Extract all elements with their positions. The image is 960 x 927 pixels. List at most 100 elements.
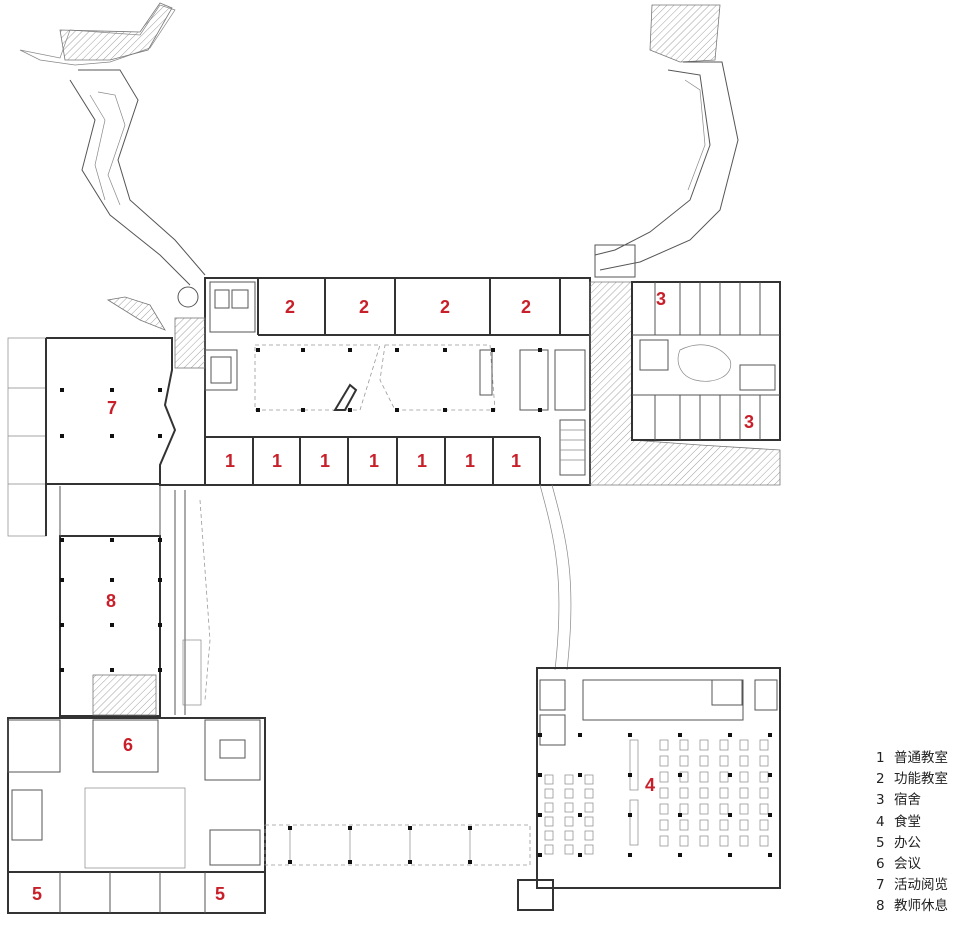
column [443, 348, 447, 352]
structural-columns [60, 348, 772, 864]
column [728, 773, 732, 777]
legend-label: 普通教室 [894, 750, 948, 766]
room-label-5a: 5 [32, 884, 42, 904]
room-label-1a: 1 [225, 451, 235, 471]
column [538, 813, 542, 817]
table [564, 844, 574, 855]
legend-num: 6 [876, 856, 885, 873]
table [719, 739, 729, 751]
column [538, 773, 542, 777]
room-label-2c: 2 [440, 297, 450, 317]
table [699, 755, 709, 767]
table [739, 835, 749, 847]
legend-item: 4 食堂 [876, 812, 948, 833]
room-label-1b: 1 [272, 451, 282, 471]
dormitory-block [589, 281, 781, 486]
column [158, 434, 162, 438]
column [408, 860, 412, 864]
column [768, 773, 772, 777]
table [564, 802, 574, 813]
legend-num: 8 [876, 898, 885, 915]
classroom-wing [204, 277, 591, 486]
table [699, 819, 709, 831]
column [60, 668, 64, 672]
activity-block [7, 317, 206, 537]
legend-label: 教师休息 [894, 898, 948, 915]
column [678, 853, 682, 857]
column [288, 826, 292, 830]
legend-num: 5 [876, 834, 885, 851]
table [699, 803, 709, 815]
legend-label: 会议 [894, 856, 921, 873]
column [60, 578, 64, 582]
room-label-8: 8 [106, 591, 116, 611]
column [578, 733, 582, 737]
column [538, 733, 542, 737]
room-label-4: 4 [645, 775, 655, 795]
table [544, 774, 554, 785]
column [578, 773, 582, 777]
table [544, 844, 554, 855]
table [544, 816, 554, 827]
table [584, 774, 594, 785]
column [288, 860, 292, 864]
column [578, 853, 582, 857]
column [60, 623, 64, 627]
legend-num: 1 [876, 750, 885, 766]
table [659, 819, 669, 831]
table [739, 755, 749, 767]
table [739, 787, 749, 799]
table [679, 755, 689, 767]
legend-label: 功能教室 [894, 771, 948, 788]
teacher-lounge-block [59, 486, 211, 717]
table [759, 739, 769, 751]
column [301, 408, 305, 412]
room-label-5b: 5 [215, 884, 225, 904]
legend-num: 2 [876, 771, 885, 788]
covered-walkways [264, 484, 572, 866]
column [768, 733, 772, 737]
table [584, 816, 594, 827]
table [699, 835, 709, 847]
column [768, 813, 772, 817]
table [584, 844, 594, 855]
room-label-7: 7 [107, 398, 117, 418]
column [628, 853, 632, 857]
column [110, 388, 114, 392]
room-label-1g: 1 [511, 451, 521, 471]
column [678, 733, 682, 737]
legend-num: 3 [876, 792, 885, 809]
table [679, 835, 689, 847]
column [158, 578, 162, 582]
column [408, 826, 412, 830]
table [739, 803, 749, 815]
table [564, 830, 574, 841]
column [443, 408, 447, 412]
table [679, 803, 689, 815]
table [759, 819, 769, 831]
table [759, 771, 769, 783]
table [739, 739, 749, 751]
table [659, 771, 669, 783]
table [719, 771, 729, 783]
column [468, 860, 472, 864]
table [679, 819, 689, 831]
room-label-6: 6 [123, 735, 133, 755]
column [395, 408, 399, 412]
column [728, 853, 732, 857]
table [699, 771, 709, 783]
column [395, 348, 399, 352]
table [584, 788, 594, 799]
legend-label: 食堂 [894, 813, 921, 830]
legend-num: 4 [876, 813, 885, 830]
canteen-block [517, 667, 781, 911]
column [538, 408, 542, 412]
table [659, 739, 669, 751]
column [768, 853, 772, 857]
table [719, 803, 729, 815]
column [348, 408, 352, 412]
table [584, 830, 594, 841]
table [739, 819, 749, 831]
